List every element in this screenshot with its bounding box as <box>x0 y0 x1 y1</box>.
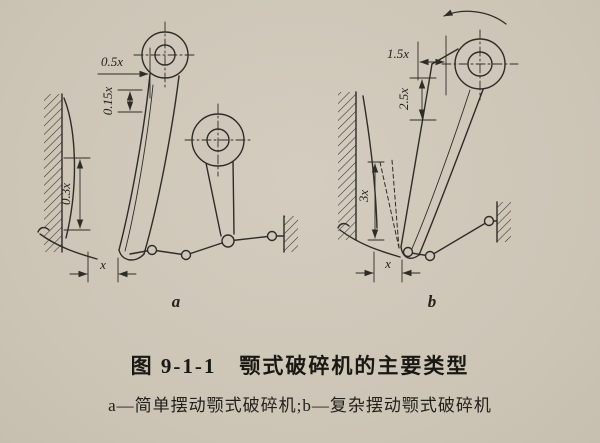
dim-label-3x: 3x <box>356 190 371 204</box>
joint-pin-b3 <box>483 215 495 227</box>
diagram-b-label: b <box>428 292 437 311</box>
diagram-a-label: a <box>172 292 181 311</box>
toggle-link-a2 <box>151 249 187 256</box>
support-hatch-b <box>497 202 511 242</box>
discharge-lip-b <box>339 229 401 258</box>
dim-label-25x: 2.5x <box>396 88 411 110</box>
dim-label-05x: 0.5x <box>101 54 123 69</box>
figure-caption: 图 9-1-1 颚式破碎机的主要类型 <box>130 354 470 378</box>
joint-pin-b1 <box>402 246 414 258</box>
joint-pin-a4 <box>266 230 278 242</box>
discharge-lip-curl-b <box>337 222 350 229</box>
support-hatch-a <box>284 216 298 252</box>
toggle-link-b2 <box>429 220 490 257</box>
dim-label-xa: x <box>99 257 106 272</box>
joint-pin-a2 <box>180 249 192 261</box>
joint-pin-b2 <box>424 250 436 262</box>
swing-path-dashed-b1 <box>379 161 400 249</box>
swing-jaw-tip-a <box>118 249 145 261</box>
diagram-a <box>37 21 298 283</box>
swing-jaw-inner-line-a <box>124 84 154 252</box>
diagram-b <box>337 9 519 283</box>
dim-label-015x: 0.15x <box>100 87 115 116</box>
discharge-lip-curl-a <box>37 226 50 233</box>
swing-jaw-right-edge-a <box>143 75 180 255</box>
swing-jaw-left-edge-a <box>118 73 151 251</box>
connecting-rod-right-a <box>232 159 235 235</box>
diagram-canvas: 0.5x 0.15x 0.3x x a <box>37 9 519 311</box>
figure-subcaption: a—简单摆动颚式破碎机;b—复杂摆动颚式破碎机 <box>108 396 492 415</box>
swing-jaw-left-edge-b <box>400 63 433 248</box>
wall-hatch-b <box>338 92 356 240</box>
rotation-arrow-b <box>443 9 507 25</box>
toggle-link-a4 <box>227 235 273 242</box>
toggle-link-a3 <box>185 240 229 256</box>
swing-jaw-right-edge-b <box>418 86 485 256</box>
dim-label-15x: 1.5x <box>387 46 409 61</box>
wall-hatch-a <box>44 94 62 252</box>
fixed-jaw-plate-a <box>63 97 76 239</box>
dim-label-03x: 0.3x <box>58 183 73 205</box>
discharge-lip-a <box>39 233 98 260</box>
swing-jaw-inner-line-b <box>410 89 471 252</box>
dim-label-xb: x <box>384 256 391 271</box>
swing-path-dashed-b2 <box>391 159 400 249</box>
jaw-crusher-diagrams: 0.5x 0.15x 0.3x x a <box>37 9 519 311</box>
connecting-rod-left-a <box>205 162 222 237</box>
joint-pin-a1 <box>146 244 158 256</box>
swing-jaw-tip-b <box>400 246 420 259</box>
joint-pin-a3 <box>221 234 235 248</box>
